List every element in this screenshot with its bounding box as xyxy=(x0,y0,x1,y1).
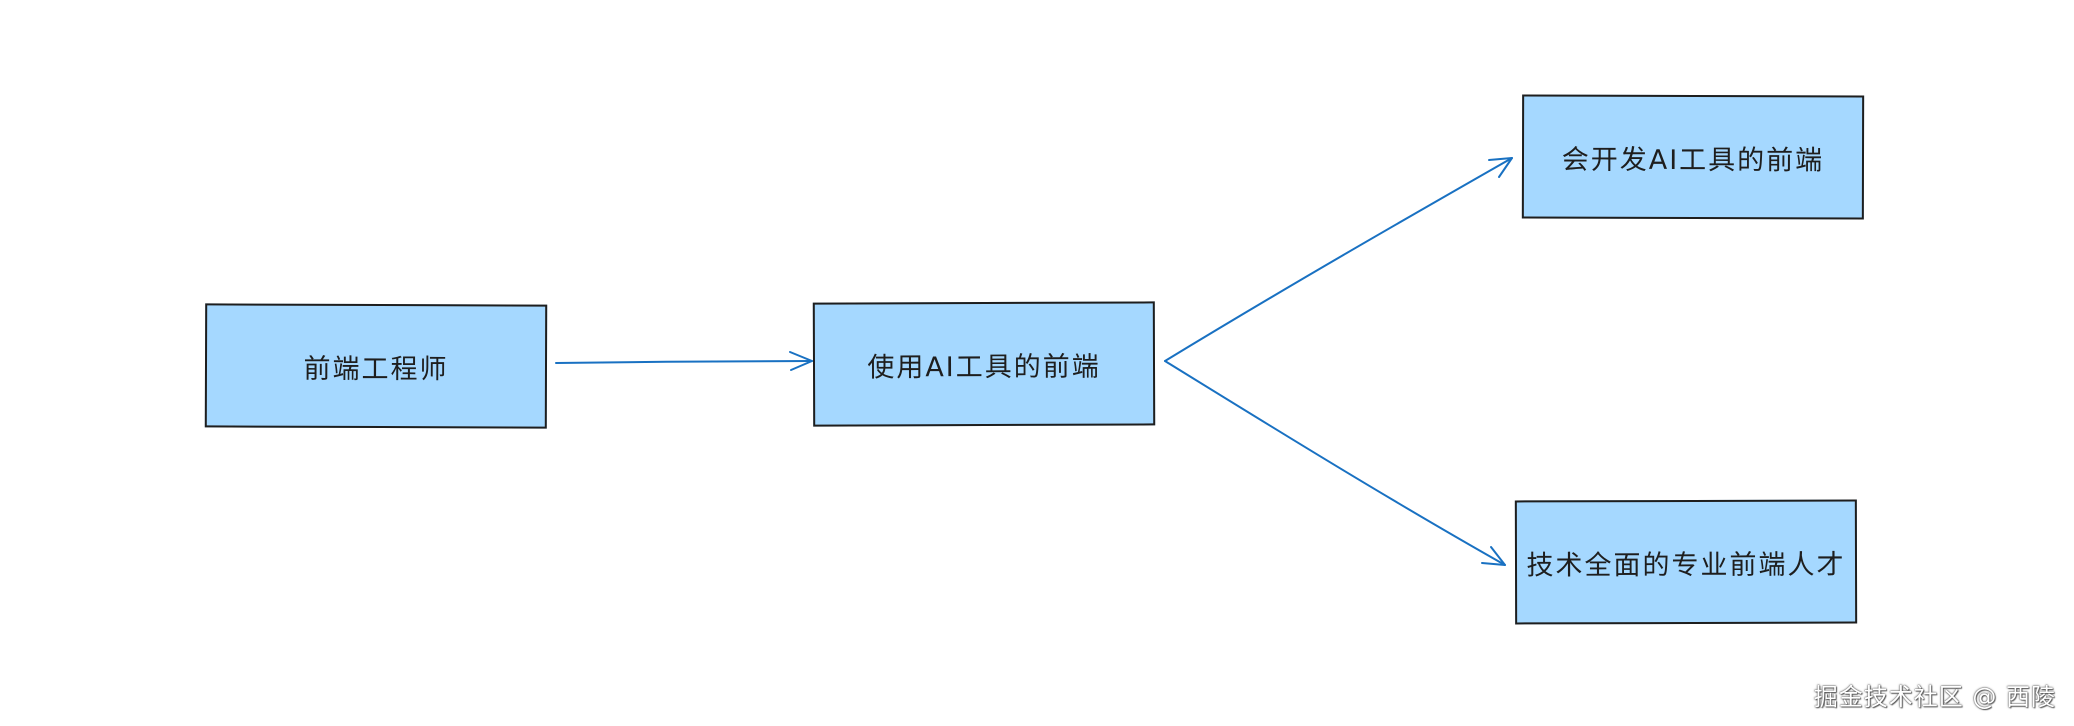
arrowhead-icon xyxy=(1488,157,1513,178)
node-label: 会开发AI工具的前端 xyxy=(1561,144,1825,176)
edge-line xyxy=(555,360,813,364)
arrowhead-icon xyxy=(789,351,813,371)
node-label: 技术全面的专业前端人才 xyxy=(1526,549,1846,581)
node-fullstack-expert: 技术全面的专业前端人才 xyxy=(1514,499,1858,625)
node-frontend-engineer: 前端工程师 xyxy=(204,303,548,429)
node-ai-tool-user: 使用AI工具的前端 xyxy=(812,301,1156,427)
arrowhead-icon xyxy=(1481,546,1506,566)
edge-line xyxy=(1164,157,1513,362)
node-label: 前端工程师 xyxy=(303,353,449,385)
node-ai-tool-builder: 会开发AI工具的前端 xyxy=(1521,94,1865,220)
node-label: 使用AI工具的前端 xyxy=(867,351,1101,383)
watermark: 掘金技术社区 @ 西陵 xyxy=(1813,683,2056,711)
edge-engineer-to-ai-user xyxy=(555,351,813,371)
edge-line xyxy=(1164,360,1506,566)
edge-ai-user-to-fullstack xyxy=(1164,360,1506,566)
edge-ai-user-to-ai-builder xyxy=(1164,157,1513,362)
